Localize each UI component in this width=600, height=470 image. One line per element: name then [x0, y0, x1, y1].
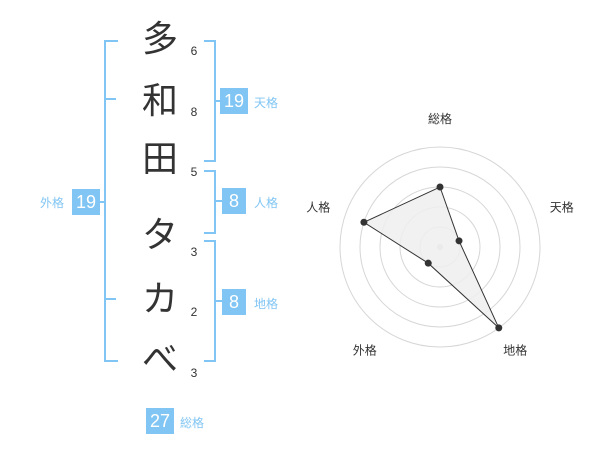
chikaku-label: 地格 [254, 297, 279, 311]
chikaku-value-badge: 8 [222, 289, 246, 315]
stroke-count-1: 6 [190, 44, 198, 58]
jinkaku-connector [214, 200, 222, 202]
tenkaku-connector [214, 100, 222, 102]
name-char-6: べ [141, 339, 178, 380]
jinkaku-label: 人格 [254, 196, 279, 210]
radar-ring [339, 146, 541, 348]
radar-axis-label-3: 地格 [503, 343, 527, 358]
radar-point-2 [455, 237, 463, 245]
stroke-count-4: 3 [190, 245, 198, 259]
radar-point-4 [424, 259, 432, 267]
soukaku-label: 総格 [180, 416, 205, 430]
bracket-tick [106, 298, 116, 300]
name-char-2: 和 [141, 81, 178, 122]
stroke-count-6: 3 [190, 366, 198, 380]
gaikaku-value-badge: 19 [72, 189, 100, 215]
gaikaku-label: 外格 [40, 196, 65, 210]
chikaku-connector [214, 300, 222, 302]
name-char-1: 多 [141, 19, 178, 60]
stroke-count-5: 2 [190, 305, 198, 319]
gaikaku-connector [96, 201, 105, 203]
stroke-count-3: 5 [190, 165, 198, 179]
radar-axis-label-4: 外格 [353, 343, 377, 358]
name-char-5: カ [141, 279, 178, 320]
radar-point-5 [360, 218, 368, 226]
radar-point-3 [495, 324, 503, 332]
jinkaku-value-badge: 8 [222, 188, 246, 214]
radar-point-1 [436, 183, 444, 191]
radar-ring [359, 166, 521, 328]
jinkaku-bracket [204, 170, 216, 234]
name-char-3: 田 [141, 139, 178, 180]
radar-polygon [362, 186, 500, 329]
stroke-count-2: 8 [190, 105, 198, 119]
tenkaku-value-badge: 19 [220, 88, 248, 114]
radar-axis-label-5: 人格 [306, 199, 330, 214]
bracket-tick [106, 98, 116, 100]
name-char-4: タ [141, 215, 178, 256]
radar-axis-label-2: 天格 [550, 199, 574, 214]
soukaku-value-badge: 27 [146, 408, 174, 434]
tenkaku-label: 天格 [254, 96, 279, 110]
gaikaku-bracket [104, 40, 118, 362]
radar-axis-label-1: 総格 [428, 111, 452, 126]
